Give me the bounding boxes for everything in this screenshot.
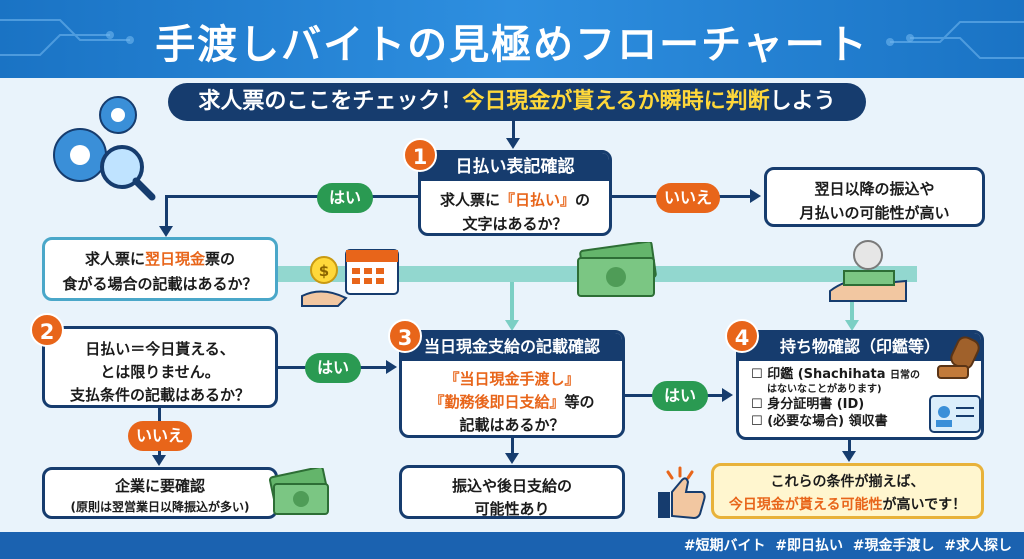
arrow-right-icon	[722, 388, 733, 402]
thumbs-up-icon	[658, 466, 706, 520]
arrow-down-icon	[506, 138, 520, 149]
header-banner	[0, 0, 1024, 78]
connector	[848, 440, 851, 454]
company-card: 企業に要確認 (原則は翌営業日以降振込が多い)	[42, 467, 278, 519]
arrow-down-icon	[845, 320, 859, 331]
step2-card: 日払い＝今日貰える、 とは限りません。 支払条件の記載はあるか？	[42, 326, 278, 408]
item-seal-note: はないなことがあります)	[767, 384, 882, 395]
svg-text:$: $	[319, 262, 329, 280]
company-line1: 企業に要確認	[114, 477, 205, 495]
subtitle-highlight: 今日現金が貰えるか瞬時に判断	[462, 89, 770, 114]
item-receipt: ☐ (必要な場合) 領収書	[751, 414, 888, 429]
arrow-down-icon	[842, 451, 856, 462]
step2-line2: とは限りません。	[100, 363, 220, 381]
step3-card: 当日現金支給の記載確認 『当日現金手渡し』 『勤務後即日支給』等の 記載はあるか…	[399, 330, 625, 438]
meal-line2: 食がる場合の記載はあるか？	[62, 275, 258, 293]
connector	[511, 438, 514, 456]
cash-icon	[577, 242, 657, 297]
step3-line3: 記載はあるか？	[459, 416, 565, 434]
connector	[512, 121, 515, 143]
item-id: ☐ 身分証明書 (ID)	[751, 397, 865, 412]
step4-heading: 持ち物確認（印鑑等）	[739, 333, 981, 361]
hashtags: #短期バイト #即日払い #現金手渡し #求人探し	[683, 538, 1012, 554]
step4-items: ☐ 印鑑 (Shachihata 日常の はないなことがあります) ☐ 身分証明…	[739, 361, 981, 430]
final-card: これらの条件が揃えば、 今日現金が貰える可能性が高いです！	[711, 463, 984, 519]
no-badge: いいえ	[656, 183, 720, 213]
footer-bar	[0, 532, 1024, 559]
connector	[165, 195, 418, 198]
arrow-down-icon	[152, 455, 166, 466]
step3-number: 3	[388, 319, 422, 353]
step1-heading: 日払い表記確認	[421, 153, 609, 181]
connector	[165, 195, 168, 229]
final-line2: 今日現金が貰える可能性が高いです！	[728, 497, 967, 513]
step2-number: 2	[30, 313, 64, 347]
no-badge: いいえ	[128, 421, 192, 451]
step1-number: 1	[403, 138, 437, 172]
no-result-line2: 月払いの可能性が高い	[799, 204, 950, 222]
step2-line3: 支払条件の記載はあるか？	[69, 386, 250, 404]
yes-badge: はい	[652, 381, 708, 411]
cash-icon	[269, 468, 329, 515]
circuit-decoration	[0, 19, 1024, 59]
transfer-card: 振込や後日支給の 可能性あり	[399, 465, 625, 519]
yes-badge: はい	[317, 183, 373, 213]
step2-line1: 日払い＝今日貰える、	[85, 340, 235, 358]
calendar-payment-icon: $	[301, 249, 399, 307]
step4-number: 4	[725, 319, 759, 353]
step1-line1: 求人票に『日払い』の	[439, 191, 591, 209]
meal-card: 求人票に翌日現金票の 食がる場合の記載はあるか？	[42, 237, 278, 301]
arrow-right-icon	[750, 189, 761, 203]
arrow-right-icon	[386, 360, 397, 374]
transfer-line2: 可能性あり	[474, 500, 550, 518]
no-result-line1: 翌日以降の振込や	[814, 180, 935, 198]
connector	[510, 282, 514, 322]
step1-line2: 文字はあるか？	[462, 215, 568, 233]
subtitle-bar: 求人票のここをチェック！今日現金が貰えるか瞬時に判断しよう	[168, 83, 866, 121]
step1-card: 日払い表記確認 求人票に『日払い』の 文字はあるか？	[418, 150, 612, 236]
yes-badge: はい	[305, 353, 361, 383]
subtitle-suffix: しよう	[769, 89, 836, 114]
stamp-id-icon	[929, 336, 981, 433]
step3-line1: 『当日現金手渡し』	[444, 370, 580, 388]
page-title: 手渡しバイトの見極めフローチャート	[155, 22, 869, 68]
arrow-down-icon	[159, 226, 173, 237]
arrow-down-icon	[505, 453, 519, 464]
meal-line1: 求人票に翌日現金票の	[84, 250, 236, 268]
item-seal: ☐ 印鑑 (Shachihata 日常の	[751, 367, 921, 382]
step3-line2: 『勤務後即日支給』等の	[429, 393, 595, 411]
no-result-card: 翌日以降の振込や 月払いの可能性が高い	[764, 167, 985, 227]
company-line2: (原則は翌営業日以降振込が多い)	[70, 500, 250, 514]
hand-coin-icon	[829, 240, 907, 302]
step3-heading: 当日現金支給の記載確認	[402, 333, 622, 361]
arrow-down-icon	[505, 320, 519, 331]
gear-magnifier-icon	[53, 96, 156, 201]
final-line1: これらの条件が揃えば、	[770, 474, 925, 490]
subtitle-prefix: 求人票のここをチェック！	[198, 89, 463, 114]
transfer-line1: 振込や後日支給の	[451, 477, 572, 495]
